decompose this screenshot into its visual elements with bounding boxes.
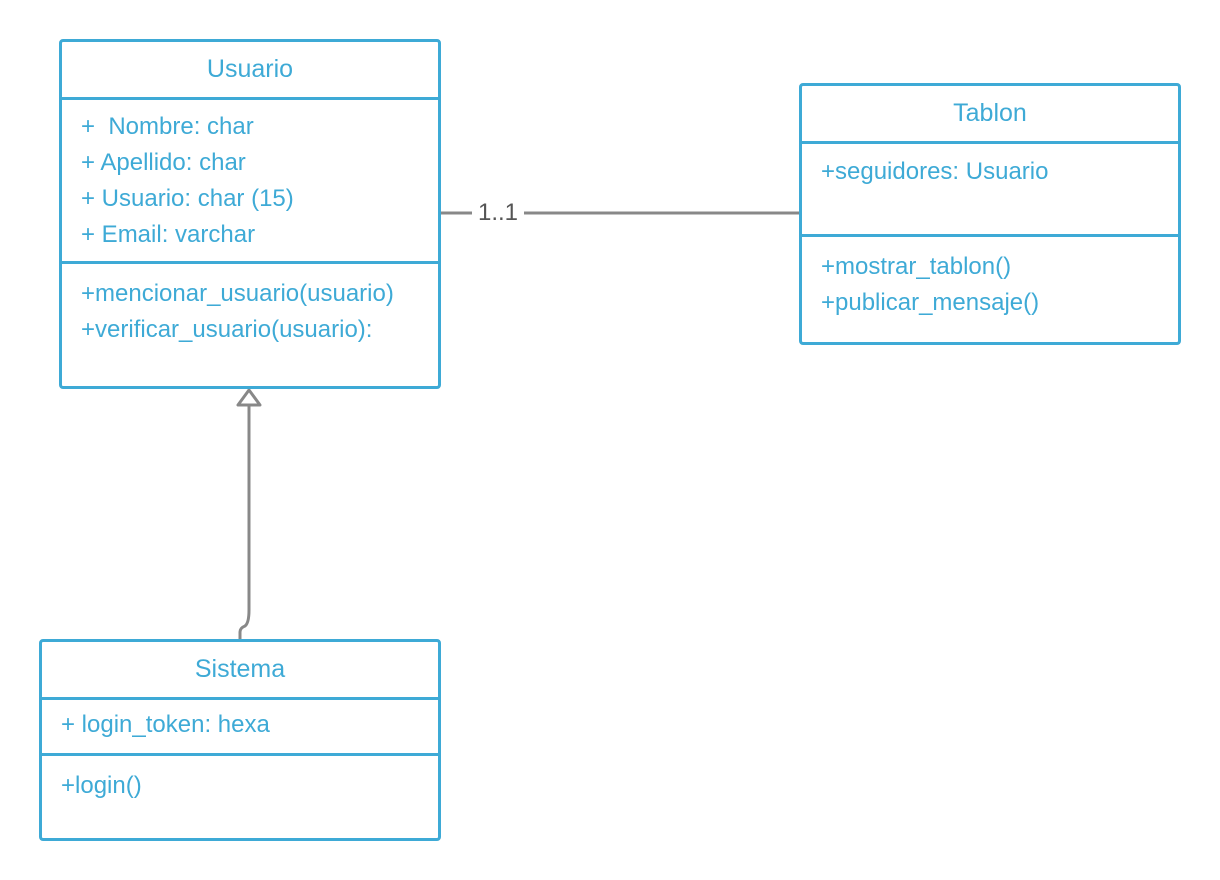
generalization-arrowhead-icon	[236, 388, 262, 407]
attribute: + Usuario: char (15)	[81, 185, 294, 212]
attribute: + login_token: hexa	[61, 711, 270, 738]
generalization-line[interactable]	[238, 405, 251, 639]
class-tablon-methods: +mostrar_tablon() +publicar_mensaje()	[802, 237, 1178, 321]
method: +login()	[61, 772, 142, 799]
class-sistema-name: Sistema	[42, 642, 438, 700]
class-sistema-attributes: + login_token: hexa	[42, 700, 438, 756]
attribute: + Nombre: char	[81, 113, 254, 140]
association-multiplicity-label: 1..1	[472, 198, 525, 228]
class-sistema[interactable]: Sistema + login_token: hexa +login()	[39, 639, 441, 841]
attribute: + Email: varchar	[81, 221, 256, 248]
class-tablon-name: Tablon	[802, 86, 1178, 144]
class-sistema-methods: +login()	[42, 756, 438, 804]
method: +verificar_usuario(usuario):	[81, 316, 373, 343]
class-usuario-attributes: + Nombre: char + Apellido: char + Usuari…	[62, 100, 438, 264]
class-tablon[interactable]: Tablon +seguidores: Usuario +mostrar_tab…	[799, 83, 1181, 345]
class-usuario[interactable]: Usuario + Nombre: char + Apellido: char …	[59, 39, 441, 389]
method: +mostrar_tablon()	[821, 253, 1012, 280]
method: +mencionar_usuario(usuario)	[81, 280, 394, 307]
class-tablon-attributes: +seguidores: Usuario	[802, 144, 1178, 237]
attribute: + Apellido: char	[81, 149, 246, 176]
method: +publicar_mensaje()	[821, 289, 1040, 316]
attribute: +seguidores: Usuario	[821, 158, 1049, 185]
class-usuario-methods: +mencionar_usuario(usuario) +verificar_u…	[62, 264, 438, 348]
class-usuario-name: Usuario	[62, 42, 438, 100]
